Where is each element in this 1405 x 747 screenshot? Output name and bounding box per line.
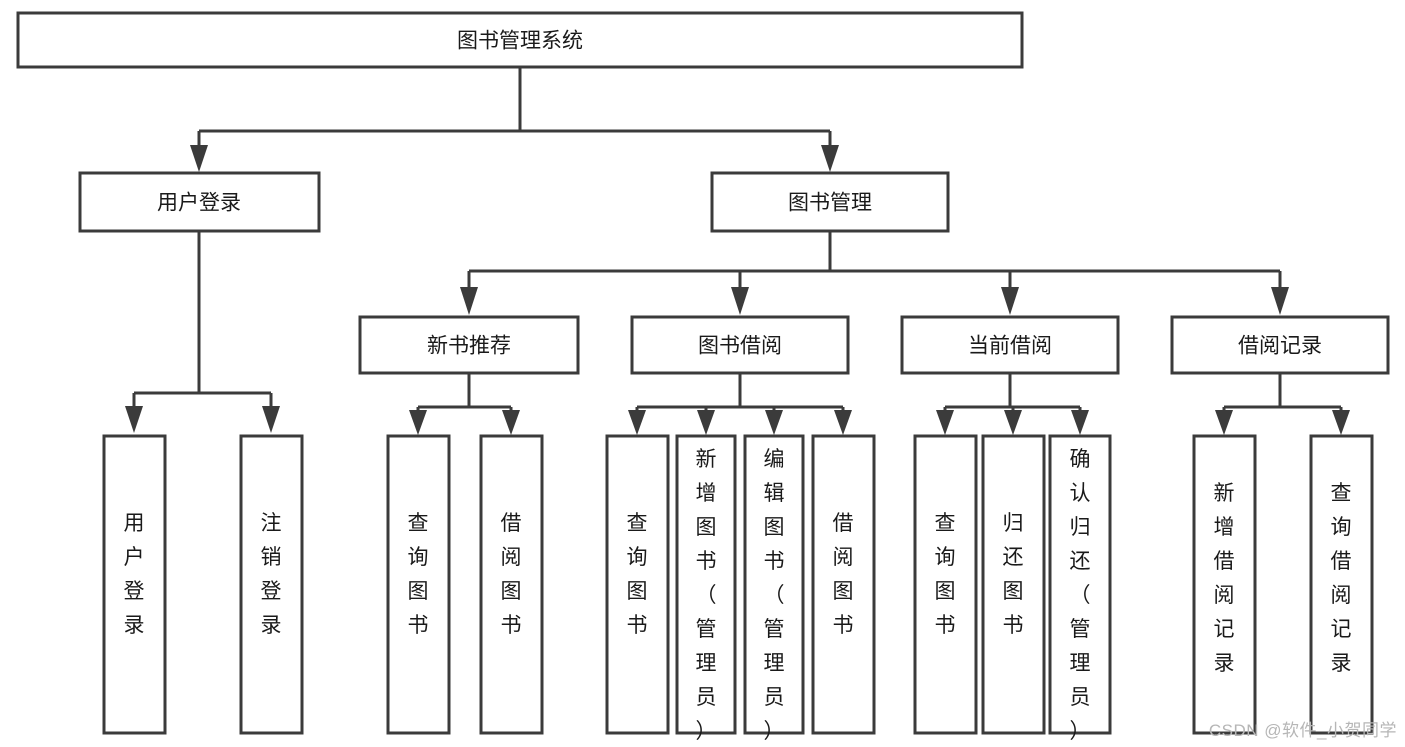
arrow-head-leaf-add-book [697, 410, 715, 435]
node-leaf-query-book-1-label: 查询图书 [408, 512, 429, 637]
node-borrow-record-label: 借阅记录 [1238, 335, 1322, 358]
arrow-head-book-borrow [731, 287, 749, 315]
arrow-head-leaf-query-book-3 [936, 410, 954, 435]
node-leaf-confirm-return-label: 确认归还（管理员） [1070, 448, 1091, 743]
node-leaf-edit-book-box[interactable] [743, 434, 805, 735]
arrow-head-leaf-query-book-2 [628, 410, 646, 435]
node-leaf-query-book-1-box[interactable] [386, 434, 451, 735]
node-book-borrow-box[interactable] [630, 315, 850, 375]
arrow-head-leaf-return-book [1004, 410, 1022, 435]
node-user-login[interactable]: 用户登录 [78, 171, 321, 233]
csdn-watermark: CSDN @软件_小贺同学 [1208, 721, 1397, 740]
node-leaf-user-login-box[interactable] [102, 434, 167, 735]
node-borrow-record[interactable]: 借阅记录 [1170, 315, 1390, 375]
node-leaf-borrow-book-1[interactable]: 借阅图书 [479, 434, 544, 735]
arrow-head-leaf-query-book-1 [409, 410, 427, 435]
node-leaf-borrow-book-2[interactable]: 借阅图书 [811, 434, 876, 735]
node-new-book-recommend-label: 新书推荐 [427, 335, 511, 358]
node-leaf-query-book-3[interactable]: 查询图书 [913, 434, 978, 735]
node-leaf-add-book-label: 新增图书（管理员） [696, 448, 717, 743]
node-leaf-return-book[interactable]: 归还图书 [981, 434, 1046, 735]
node-user-login-label: 用户登录 [157, 192, 241, 215]
node-current-borrow-label: 当前借阅 [968, 335, 1052, 358]
node-leaf-logout-login[interactable]: 注销登录 [239, 434, 304, 735]
node-leaf-query-record-label: 查询借阅记录 [1331, 482, 1352, 675]
node-root[interactable]: 图书管理系统 [16, 11, 1024, 69]
node-current-borrow[interactable]: 当前借阅 [900, 315, 1120, 375]
arrow-head-current-borrow [1001, 287, 1019, 315]
node-book-borrow-label: 图书借阅 [698, 335, 782, 358]
node-leaf-add-record-label: 新增借阅记录 [1214, 482, 1235, 675]
node-leaf-confirm-return-box[interactable] [1048, 434, 1112, 735]
node-leaf-query-book-1[interactable]: 查询图书 [386, 434, 451, 735]
node-leaf-add-book-box[interactable] [675, 434, 737, 735]
node-leaf-user-login-label: 用户登录 [124, 512, 145, 637]
node-current-borrow-box[interactable] [900, 315, 1120, 375]
node-leaf-query-book-2[interactable]: 查询图书 [605, 434, 670, 735]
node-leaf-borrow-book-2-box[interactable] [811, 434, 876, 735]
arrow-head-userlogin [190, 145, 208, 172]
node-book-borrow[interactable]: 图书借阅 [630, 315, 850, 375]
node-book-manage[interactable]: 图书管理 [710, 171, 950, 233]
node-leaf-edit-book-label: 编辑图书（管理员） [764, 448, 785, 743]
node-leaf-query-book-2-box[interactable] [605, 434, 670, 735]
node-root-label: 图书管理系统 [457, 30, 583, 53]
node-leaf-add-record[interactable]: 新增借阅记录 [1192, 434, 1257, 735]
node-user-login-box[interactable] [78, 171, 321, 233]
node-leaf-borrow-book-2-label: 借阅图书 [833, 512, 854, 637]
node-leaf-return-book-box[interactable] [981, 434, 1046, 735]
node-borrow-record-box[interactable] [1170, 315, 1390, 375]
node-book-manage-label: 图书管理 [788, 192, 872, 215]
arrow-head-bookmanage [821, 145, 839, 172]
node-leaf-query-book-3-box[interactable] [913, 434, 978, 735]
node-leaf-borrow-book-1-box[interactable] [479, 434, 544, 735]
node-leaf-query-record-box[interactable] [1309, 434, 1374, 735]
node-leaf-logout-login-box[interactable] [239, 434, 304, 735]
arrow-head-leaf-borrow-book-2 [834, 410, 852, 435]
node-leaf-add-book[interactable]: 新增图书（管理员） [675, 434, 737, 743]
arrow-head-leaf-add-record [1215, 410, 1233, 435]
node-new-book-recommend[interactable]: 新书推荐 [358, 315, 580, 375]
arrow-head-leaf-user-login [125, 406, 143, 433]
node-book-manage-box[interactable] [710, 171, 950, 233]
node-leaf-user-login[interactable]: 用户登录 [102, 434, 167, 735]
node-leaf-confirm-return[interactable]: 确认归还（管理员） [1048, 434, 1112, 743]
node-leaf-add-record-box[interactable] [1192, 434, 1257, 735]
arrow-head-leaf-edit-book [765, 410, 783, 435]
node-leaf-query-record[interactable]: 查询借阅记录 [1309, 434, 1374, 735]
node-leaf-borrow-book-1-label: 借阅图书 [501, 512, 522, 637]
node-leaf-query-book-2-label: 查询图书 [627, 512, 648, 637]
node-root-box[interactable] [16, 11, 1024, 69]
arrow-head-leaf-borrow-book-1 [502, 410, 520, 435]
arrow-head-borrow-record [1271, 287, 1289, 315]
connector-layer [125, 66, 1350, 435]
node-leaf-query-book-3-label: 查询图书 [935, 512, 956, 637]
arrow-head-leaf-confirm-return [1071, 410, 1089, 435]
arrow-head-leaf-logout-login [262, 406, 280, 433]
arrow-head-leaf-query-record [1332, 410, 1350, 435]
node-leaf-logout-login-label: 注销登录 [261, 512, 282, 637]
node-new-book-recommend-box[interactable] [358, 315, 580, 375]
arrow-head-new-book-recommend [460, 287, 478, 315]
node-leaf-return-book-label: 归还图书 [1003, 512, 1024, 637]
node-leaf-edit-book[interactable]: 编辑图书（管理员） [743, 434, 805, 743]
